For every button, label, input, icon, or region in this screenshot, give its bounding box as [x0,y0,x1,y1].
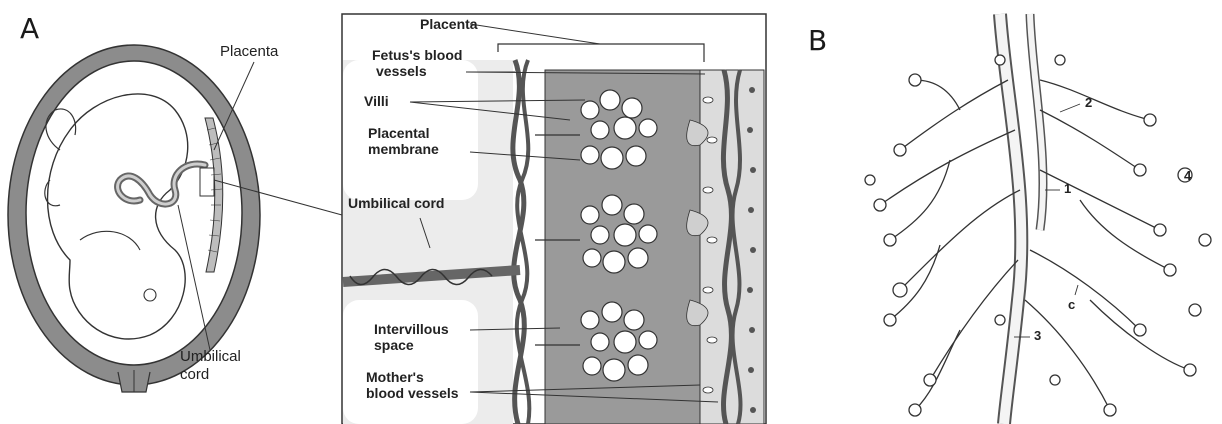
uterus-overview [8,45,342,392]
label-intervillous-2: space [374,338,414,353]
label-fetus-vessels-2: vessels [376,64,427,79]
label-intervillous-1: Intervillous [374,322,449,337]
label-placental-membrane-2: membrane [368,142,439,157]
label-umbilical-cord-overview-2: cord [180,366,209,383]
label-placental-membrane-1: Placental [368,126,429,141]
label-umbilical-cord-detail: Umbilical cord [348,196,444,211]
label-mother-vessels-2: blood vessels [366,386,459,401]
label-placenta-overview: Placenta [220,43,278,60]
label-umbilical-cord-overview-1: Umbilical [180,348,241,365]
label-mother-vessels-1: Mother's [366,370,424,385]
label-b-1: 1 [1064,181,1071,196]
label-b-c: c [1068,297,1075,312]
label-placenta-detail: Placenta [420,17,478,32]
label-fetus-vessels-1: Fetus's blood [372,48,462,63]
label-b-4: 4 [1184,168,1191,183]
label-b-3: 3 [1034,328,1041,343]
villi-branching-tree [865,14,1211,424]
label-b-2: 2 [1085,95,1092,110]
label-villi: Villi [364,94,389,109]
